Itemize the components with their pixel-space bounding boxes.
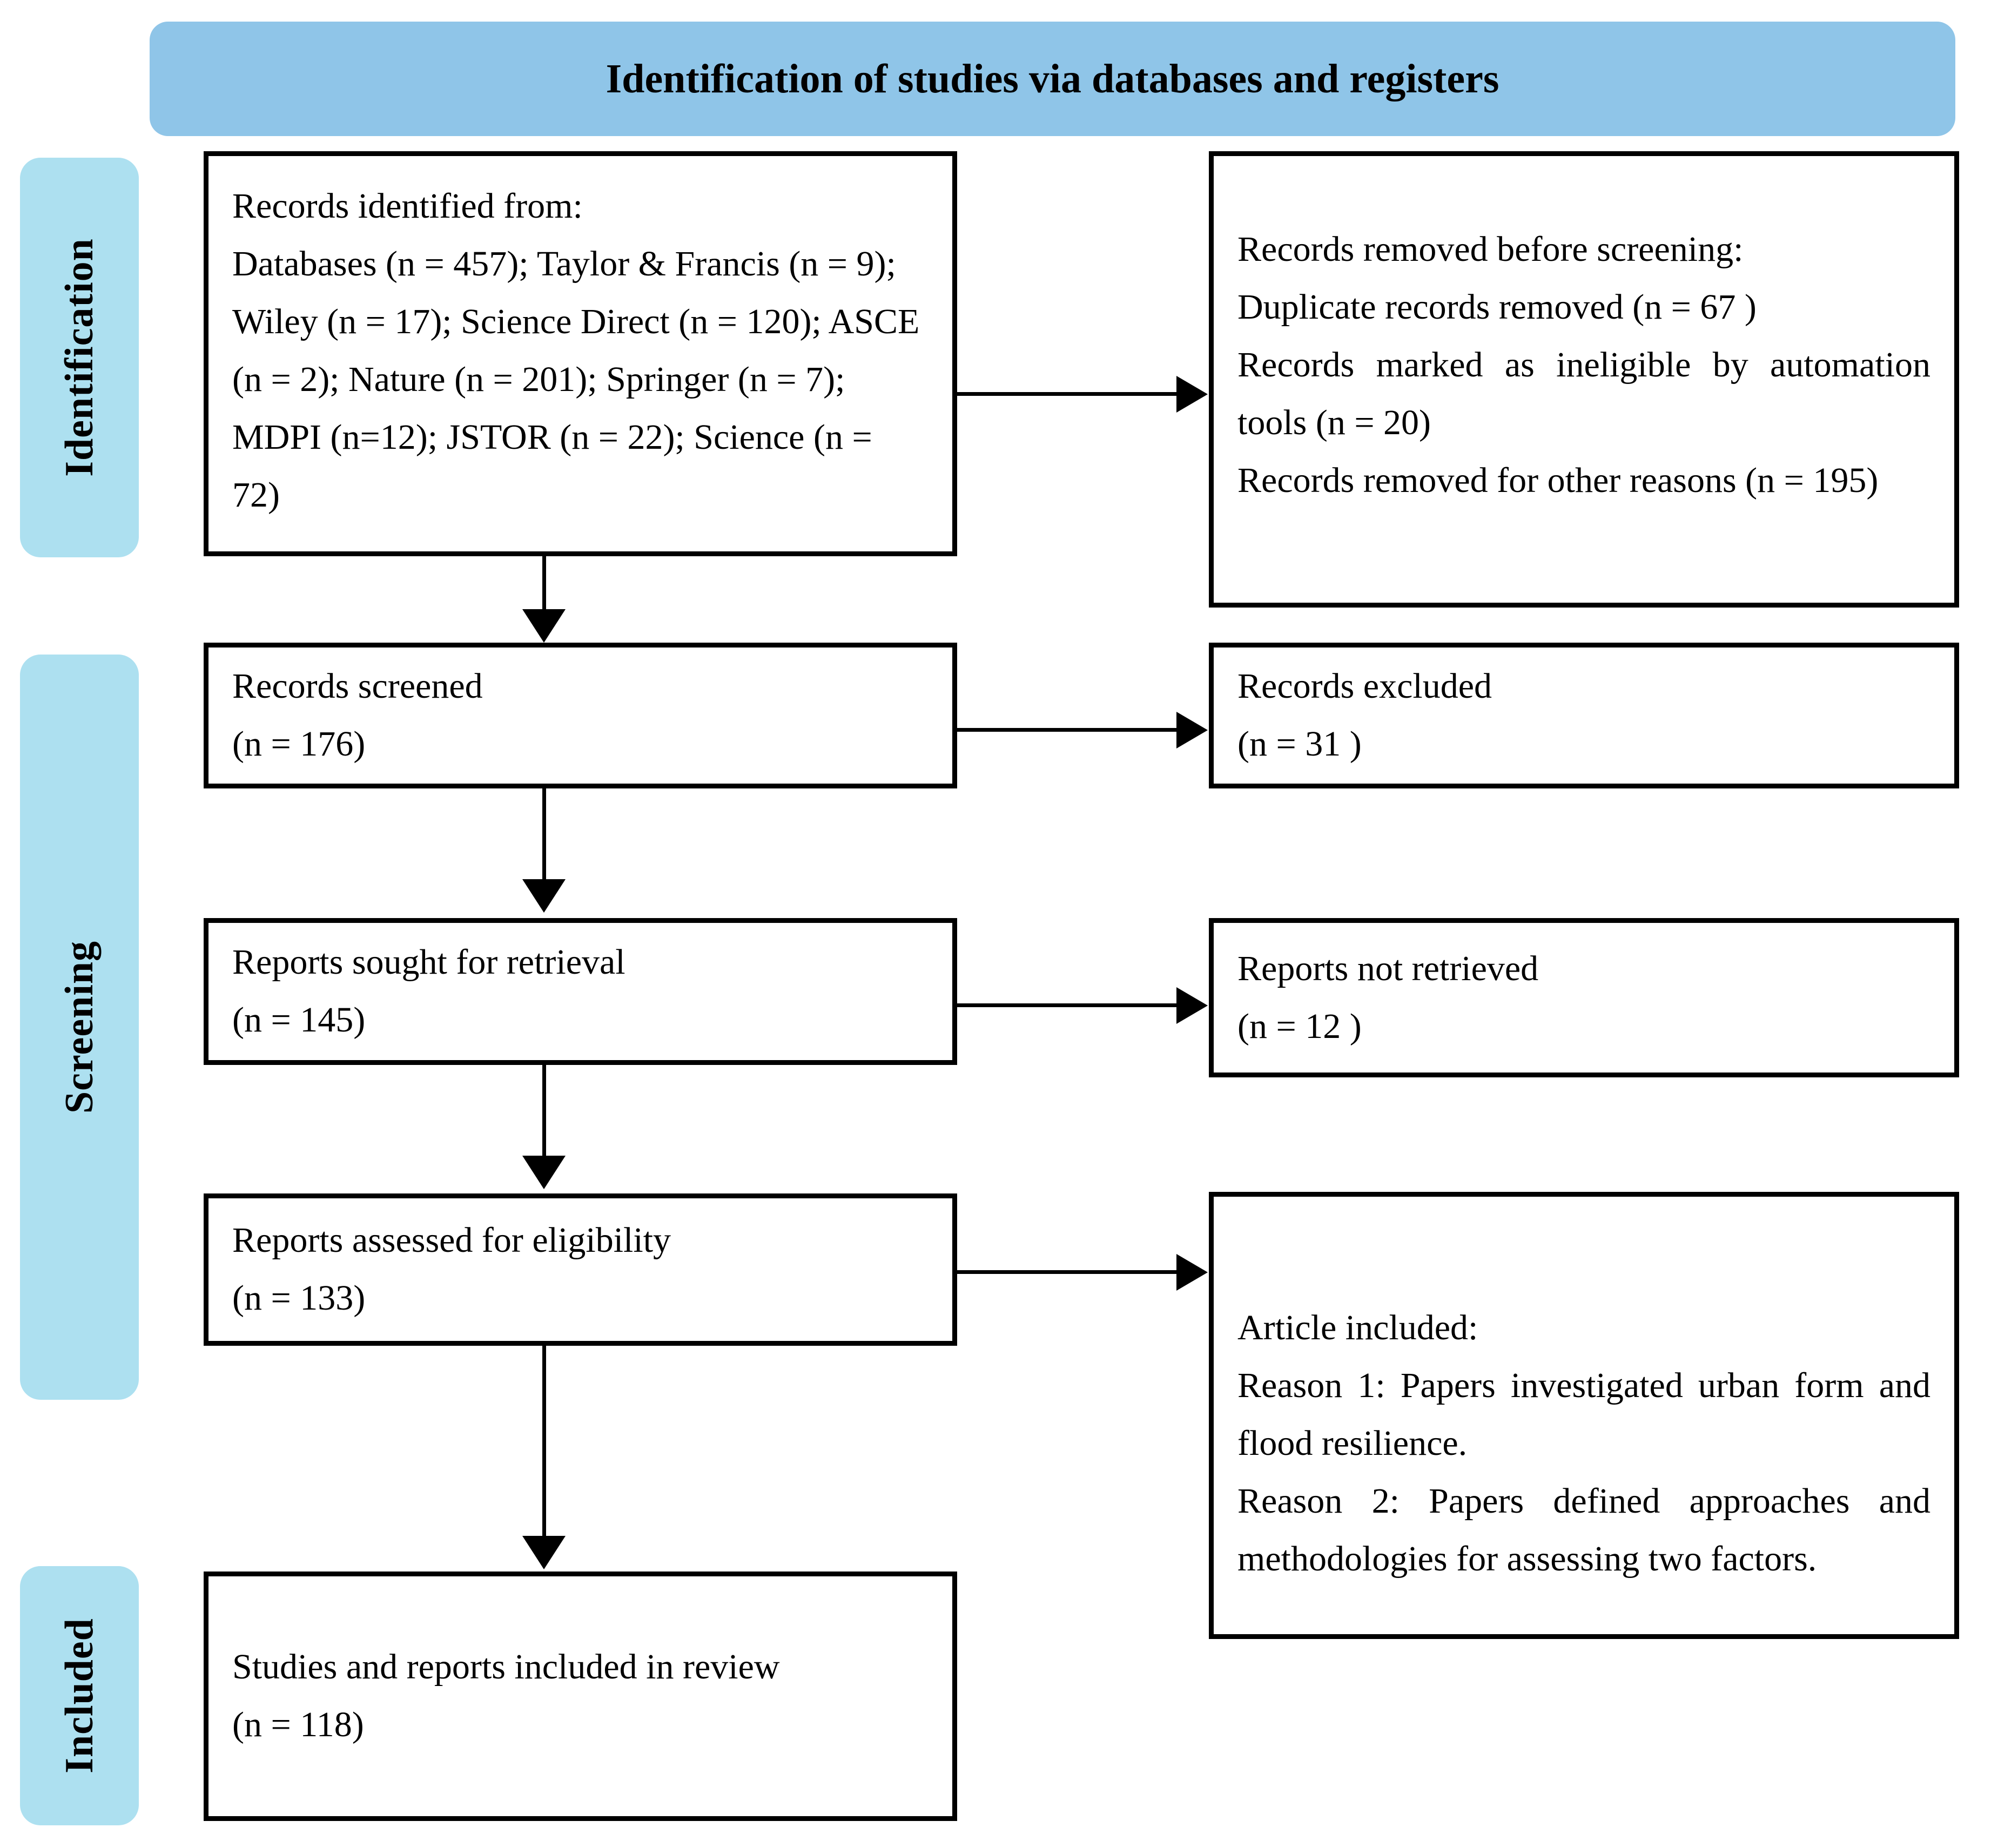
records-removed-heading: Records removed before screening: [1237, 230, 1744, 269]
arrowhead-screened-to-excluded [1176, 712, 1208, 748]
reports-sought-label: Reports sought for retrieval [232, 942, 625, 982]
arrowhead-sought-to-assessed [522, 1156, 566, 1189]
connector-assessed-to-included [542, 1346, 546, 1538]
studies-included-label: Studies and reports included in review [232, 1647, 780, 1687]
connector-sought-to-assessed [542, 1065, 546, 1158]
connector-identified-to-removed [957, 392, 1176, 396]
box-reports-not-retrieved: Reports not retrieved (n = 12 ) [1209, 918, 1959, 1077]
records-removed-duplicates: Duplicate records removed (n = 67 ) [1237, 287, 1757, 327]
studies-included-count: (n = 118) [232, 1705, 364, 1744]
box-records-excluded: Records excluded (n = 31 ) [1209, 643, 1959, 788]
phase-tab-screening-label: Screening [57, 940, 102, 1114]
connector-screened-to-excluded [957, 728, 1176, 732]
diagram-header-banner: Identification of studies via databases … [150, 22, 1955, 136]
box-reports-sought: Reports sought for retrieval (n = 145) [204, 918, 957, 1065]
records-removed-automation: Records marked as ineligible by automati… [1237, 345, 1930, 442]
connector-screened-to-sought [542, 788, 546, 881]
records-identified-sources: Databases (n = 457); Taylor & Francis (n… [232, 244, 920, 515]
reports-sought-count: (n = 145) [232, 1000, 366, 1040]
box-records-screened: Records screened (n = 176) [204, 643, 957, 788]
reports-not-retrieved-count: (n = 12 ) [1237, 1006, 1362, 1046]
arrowhead-identified-to-screened [522, 609, 566, 643]
arrowhead-sought-to-not-retrieved [1176, 987, 1208, 1024]
phase-tab-identification: Identification [20, 158, 139, 557]
reports-assessed-count: (n = 133) [232, 1278, 366, 1318]
box-records-identified: Records identified from: Databases (n = … [204, 151, 957, 556]
box-studies-included: Studies and reports included in review (… [204, 1572, 957, 1821]
article-included-reason-2: Reason 2: Papers defined approaches and … [1237, 1481, 1930, 1579]
phase-tab-screening: Screening [20, 655, 139, 1400]
phase-tab-identification-label: Identification [57, 238, 102, 477]
records-removed-other: Records removed for other reasons (n = 1… [1237, 460, 1879, 500]
records-screened-label: Records screened [232, 666, 483, 706]
reports-assessed-label: Reports assessed for eligibility [232, 1220, 671, 1260]
box-records-removed: Records removed before screening: Duplic… [1209, 151, 1959, 608]
arrowhead-screened-to-sought [522, 879, 566, 913]
arrowhead-assessed-to-article-included [1176, 1254, 1208, 1291]
connector-assessed-to-article-included [957, 1270, 1176, 1274]
article-included-heading: Article included: [1237, 1308, 1478, 1347]
phase-tab-included-label: Included [57, 1618, 102, 1773]
article-included-reason-1: Reason 1: Papers investigated urban form… [1237, 1365, 1930, 1463]
box-article-included: Article included: Reason 1: Papers inves… [1209, 1192, 1959, 1639]
reports-not-retrieved-label: Reports not retrieved [1237, 948, 1539, 988]
arrowhead-assessed-to-included [522, 1536, 566, 1569]
records-screened-count: (n = 176) [232, 724, 366, 764]
records-excluded-count: (n = 31 ) [1237, 724, 1362, 764]
records-excluded-label: Records excluded [1237, 666, 1492, 706]
phase-tab-included: Included [20, 1566, 139, 1825]
connector-identified-to-screened [542, 556, 546, 615]
arrowhead-identified-to-removed [1176, 376, 1208, 413]
box-reports-assessed: Reports assessed for eligibility (n = 13… [204, 1193, 957, 1346]
connector-sought-to-not-retrieved [957, 1003, 1176, 1007]
diagram-title: Identification of studies via databases … [606, 56, 1499, 102]
records-identified-heading: Records identified from: [232, 186, 583, 226]
